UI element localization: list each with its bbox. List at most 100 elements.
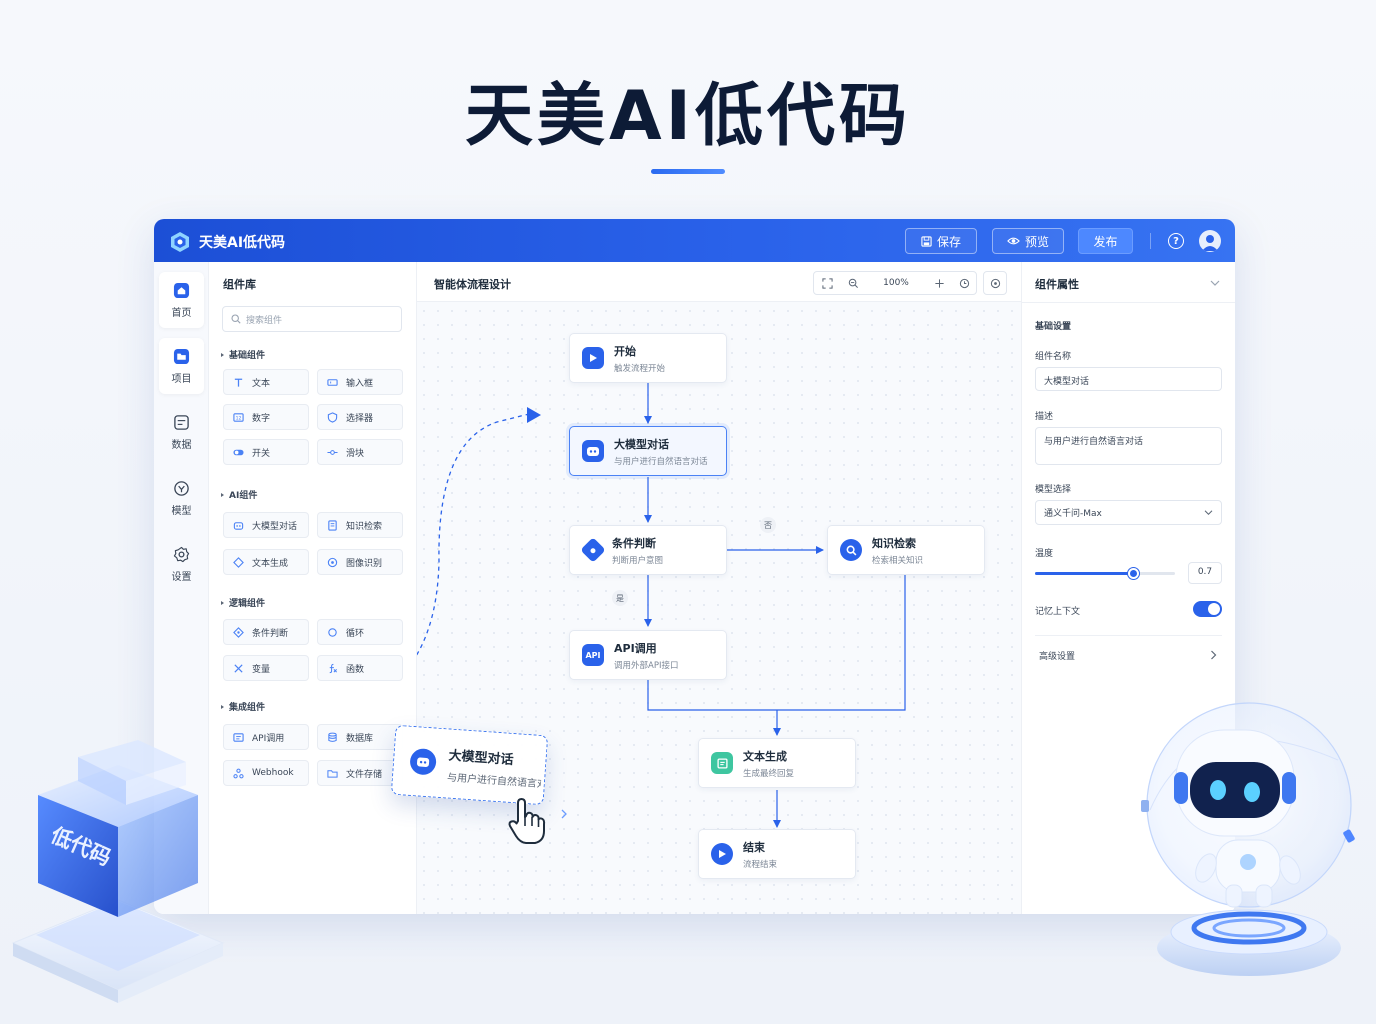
chevron-down-icon	[1204, 510, 1213, 515]
search-icon	[231, 314, 241, 324]
component-loop[interactable]: 循环	[317, 619, 403, 645]
component-label: 函数	[346, 664, 365, 675]
temp-slider-handle[interactable]	[1128, 568, 1139, 579]
search-input[interactable]: 搜索组件	[222, 306, 402, 332]
desc-label: 描述	[1035, 412, 1054, 422]
category-ai[interactable]: AI组件	[221, 488, 257, 501]
nav-item-settings[interactable]: 设置	[159, 536, 204, 592]
plus-icon	[934, 278, 944, 288]
chevron-down-icon[interactable]	[1210, 279, 1220, 287]
fit-view-button[interactable]	[814, 272, 840, 294]
category-integration[interactable]: 集成组件	[221, 700, 265, 713]
publish-button[interactable]: 发布	[1078, 228, 1133, 254]
app-window: 天美AI低代码 保存 预览 发布 ? 首页 项目 数据	[154, 219, 1235, 914]
node-subtitle: 触发流程开始	[614, 363, 666, 374]
temp-value[interactable]: 0.7	[1188, 562, 1222, 584]
hero-title: 天美AI低代码	[465, 77, 911, 156]
drag-card-title: 大模型对话	[448, 748, 514, 768]
node-title: 大模型对话	[614, 437, 669, 451]
component-llm[interactable]: 大模型对话	[223, 512, 309, 538]
play-icon	[711, 843, 733, 865]
component-select[interactable]: 选择器	[317, 404, 403, 430]
nav-item-home[interactable]: 首页	[159, 272, 204, 328]
history-button[interactable]	[952, 272, 976, 294]
node-subtitle: 流程结束	[743, 859, 778, 870]
component-label: 大模型对话	[252, 521, 298, 532]
component-api[interactable]: API调用	[223, 724, 309, 750]
user-icon	[1202, 235, 1218, 251]
node-title: 知识检索	[872, 536, 916, 550]
component-label: 文本生成	[252, 558, 289, 569]
target-icon	[990, 278, 1000, 288]
component-label: 图像识别	[346, 558, 383, 569]
component-textgen[interactable]: 文本生成	[223, 549, 309, 575]
component-function[interactable]: 函数	[317, 655, 403, 681]
document-icon	[328, 519, 337, 531]
node-subtitle: 调用外部API接口	[614, 660, 679, 671]
component-webhook[interactable]: Webhook	[223, 760, 309, 786]
help-icon[interactable]: ?	[1168, 233, 1184, 249]
chevron-right-icon[interactable]	[1210, 650, 1217, 660]
library-title: 组件库	[223, 278, 256, 291]
avatar[interactable]	[1199, 230, 1221, 252]
function-icon	[329, 663, 337, 673]
temp-slider-track[interactable]	[1035, 568, 1175, 579]
node-api[interactable]: API API调用调用外部API接口	[569, 630, 727, 680]
model-select[interactable]: 通义千问-Max	[1035, 500, 1222, 525]
model-value: 通义千问-Max	[1044, 509, 1102, 519]
component-image-recognition[interactable]: 图像识别	[317, 549, 403, 575]
node-start[interactable]: 开始触发流程开始	[569, 333, 727, 383]
component-label: 选择器	[346, 413, 374, 424]
save-button[interactable]: 保存	[905, 228, 977, 254]
component-switch[interactable]: 开关	[223, 439, 309, 465]
variable-icon	[234, 663, 243, 673]
webhook-icon	[233, 768, 244, 778]
component-database[interactable]: 数据库	[317, 724, 403, 750]
robot-icon	[233, 521, 244, 530]
canvas-header: 智能体流程设计 100%	[417, 262, 1021, 302]
component-text[interactable]: 文本	[223, 369, 309, 395]
model-icon	[174, 480, 189, 496]
zoom-control: 100%	[813, 271, 977, 295]
folder-icon	[173, 348, 190, 364]
node-end[interactable]: 结束流程结束	[698, 829, 856, 879]
preview-button[interactable]: 预览	[992, 228, 1064, 254]
component-knowledge[interactable]: 知识检索	[317, 512, 403, 538]
dragging-component-card[interactable]: 大模型对话 与用户进行自然语言对话	[390, 724, 549, 806]
edit-document-icon	[711, 752, 733, 774]
nav-item-data[interactable]: 数据	[159, 404, 204, 460]
component-file-storage[interactable]: 文件存储	[317, 760, 403, 786]
memory-toggle[interactable]	[1193, 601, 1222, 617]
zoom-out-button[interactable]	[840, 272, 866, 294]
component-slider[interactable]: 滑块	[317, 439, 403, 465]
component-condition[interactable]: 条件判断	[223, 619, 309, 645]
node-generate[interactable]: 文本生成生成最终回复	[698, 738, 856, 788]
component-variable[interactable]: 变量	[223, 655, 309, 681]
node-knowledge[interactable]: 知识检索检索相关知识	[827, 525, 985, 575]
side-nav: 首页 项目 数据 模型 设置	[154, 262, 209, 914]
component-input[interactable]: 输入框	[317, 369, 403, 395]
category-basic[interactable]: 基础组件	[221, 348, 265, 361]
component-label: 滑块	[346, 448, 365, 459]
search-placeholder: 搜索组件	[246, 315, 283, 326]
zoom-in-button[interactable]	[926, 272, 952, 294]
component-label: 输入框	[346, 378, 374, 389]
description-field[interactable]: 与用户进行自然语言对话	[1035, 427, 1222, 465]
api-icon	[233, 732, 244, 742]
section-title: 基础设置	[1035, 322, 1072, 332]
nav-label: 项目	[171, 373, 192, 385]
nav-item-model[interactable]: 模型	[159, 470, 204, 526]
chevron-right-icon	[561, 809, 567, 819]
nav-item-project[interactable]: 项目	[159, 338, 204, 394]
node-llm[interactable]: 大模型对话与用户进行自然语言对话	[569, 426, 727, 476]
advanced-label[interactable]: 高级设置	[1039, 652, 1076, 662]
reset-view-button[interactable]	[983, 271, 1007, 295]
text-icon	[234, 378, 243, 387]
node-condition[interactable]: 条件判断判断用户意图	[569, 525, 727, 575]
category-logic[interactable]: 逻辑组件	[221, 596, 265, 609]
component-label: 文件存储	[346, 769, 383, 780]
drag-card-subtitle: 与用户进行自然语言对话	[446, 771, 542, 790]
name-field[interactable]: 大模型对话	[1035, 367, 1222, 391]
drag-path	[417, 413, 530, 656]
